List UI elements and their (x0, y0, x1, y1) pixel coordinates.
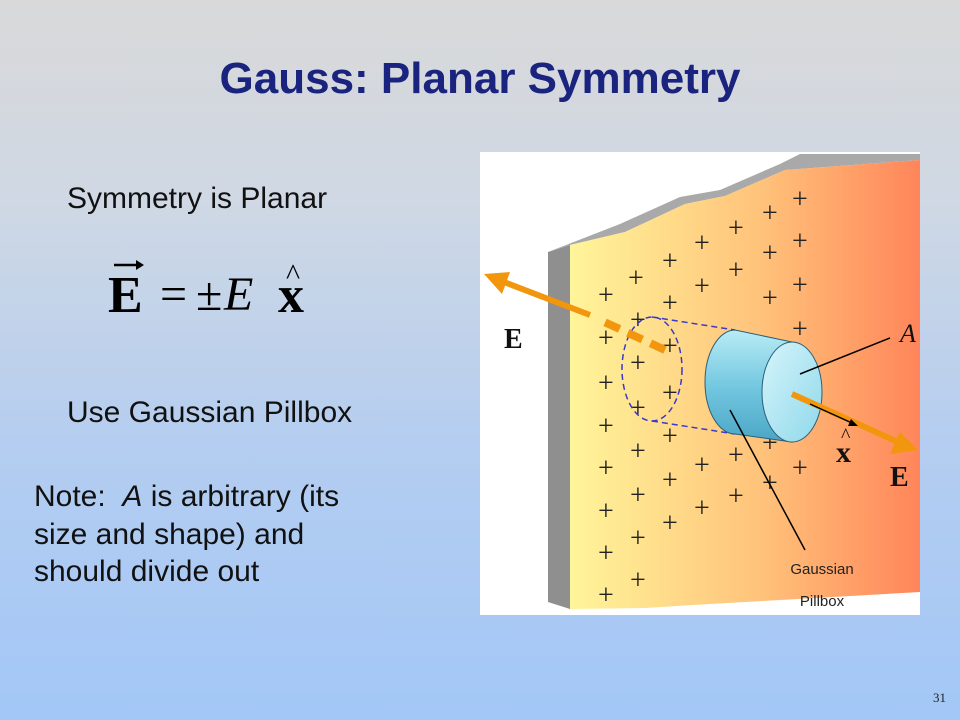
svg-text:+: + (694, 493, 710, 524)
svg-text:+: + (662, 331, 678, 362)
svg-text:+: + (630, 565, 646, 596)
svg-text:+: + (598, 538, 614, 569)
svg-text:+: + (662, 421, 678, 452)
planar-symmetry-figure: + + + + + + + + + + + + + + + + + + + + + + + + + + + + + + + + + + +… (480, 152, 920, 615)
svg-text:+: + (630, 480, 646, 511)
svg-text:+: + (598, 368, 614, 399)
svg-text:^: ^ (841, 425, 851, 447)
svg-text:+: + (762, 198, 778, 229)
svg-text:+: + (598, 323, 614, 354)
svg-text:+: + (630, 436, 646, 467)
field-equation: E = ± E x ^ (108, 258, 304, 324)
field-label-right: E (890, 462, 909, 493)
area-label: A (898, 319, 916, 348)
charged-plane-diagram: + + + + + + + + + + + + + + + + + + + + + + + + + + + + + + + + + + +… (484, 154, 920, 611)
equation-unit-x: x (278, 267, 304, 324)
svg-text:+: + (630, 523, 646, 554)
field-arrow-left (502, 279, 592, 318)
svg-text:+: + (662, 508, 678, 539)
svg-text:+: + (630, 348, 646, 379)
equation-magnitude-E: E (223, 268, 253, 321)
plane-edge (548, 245, 570, 609)
svg-text:+: + (598, 411, 614, 442)
unit-vector-label: x (836, 436, 851, 469)
svg-text:+: + (792, 453, 808, 484)
svg-text:+: + (662, 288, 678, 319)
svg-text:+: + (728, 440, 744, 471)
svg-text:+: + (662, 465, 678, 496)
svg-text:+: + (694, 271, 710, 302)
pillbox-label-line1: Gaussian (790, 561, 853, 578)
note-line-3: should divide out (34, 555, 260, 588)
unit-vector-arrow (809, 403, 853, 424)
note-line-1: Note: A is arbitrary (its (34, 480, 340, 513)
svg-text:+: + (762, 283, 778, 314)
area-pointer-line (799, 337, 891, 375)
point-gaussian-pillbox: Use Gaussian Pillbox (67, 396, 353, 429)
note-variable-A: A (122, 480, 143, 513)
slide-number: 31 (933, 690, 946, 705)
svg-text:+: + (598, 580, 614, 611)
point-symmetry-planar: Symmetry is Planar (67, 182, 328, 215)
note-text: Note: A is arbitrary (its size and shape… (34, 478, 339, 591)
svg-text:+: + (628, 263, 644, 294)
field-label-left: E (504, 324, 523, 355)
svg-text:+: + (662, 378, 678, 409)
svg-text:+: + (598, 453, 614, 484)
svg-text:+: + (728, 481, 744, 512)
equation-vector-E: E (108, 267, 143, 324)
field-arrow-left-dashed (598, 316, 667, 354)
gaussian-pillbox-cylinder (704, 329, 823, 443)
svg-text:+: + (630, 393, 646, 424)
pillbox-label-line2: Pillbox (800, 593, 845, 610)
svg-text:+: + (728, 213, 744, 244)
svg-text:+: + (762, 238, 778, 269)
pillbox-pointer-line (729, 409, 806, 551)
svg-text:+: + (792, 270, 808, 301)
svg-text:+: + (662, 246, 678, 277)
note-line-2: size and shape) and (34, 517, 305, 551)
svg-text:+: + (694, 450, 710, 481)
field-arrow-right (790, 391, 900, 445)
svg-text:+: + (792, 226, 808, 257)
svg-text:+: + (694, 228, 710, 259)
pillbox-front-cap (761, 341, 823, 443)
equation-plus-minus: ± (196, 268, 222, 321)
slide-title: Gauss: Planar Symmetry (219, 54, 741, 103)
svg-text:+: + (598, 496, 614, 527)
svg-text:+: + (792, 314, 808, 345)
equation-hat: ^ (286, 258, 300, 291)
equation-equals: = (160, 268, 187, 321)
svg-text:+: + (792, 184, 808, 215)
svg-text:+: + (598, 280, 614, 311)
svg-text:+: + (728, 255, 744, 286)
